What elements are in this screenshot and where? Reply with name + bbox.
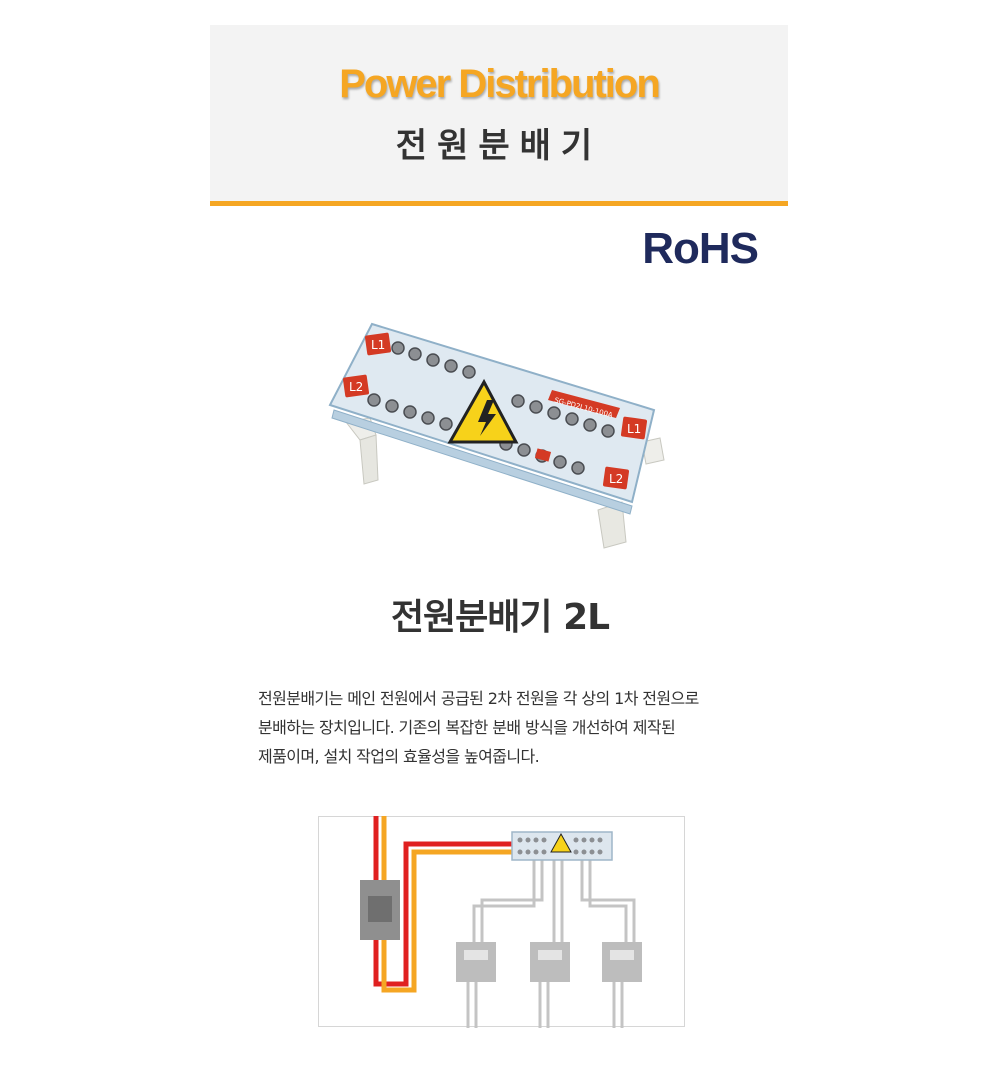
- product-description: 전원분배기는 메인 전원에서 공급된 2차 전원을 각 상의 1차 전원으로 분…: [258, 684, 778, 771]
- rohs-badge: RoHS: [642, 224, 759, 273]
- wiring-diagram: [318, 816, 685, 1028]
- product-title: 전원분배기 2L: [390, 597, 610, 638]
- header-banner: [210, 25, 788, 203]
- svg-text:L1: L1: [627, 422, 641, 436]
- warning-triangle-icon: [550, 832, 572, 853]
- description-line: 전원분배기는 메인 전원에서 공급된 2차 전원을 각 상의 1차 전원으로: [258, 689, 699, 708]
- tag-l1-right: L1: [620, 416, 648, 440]
- description-line: 분배하는 장치입니다. 기존의 복잡한 분배 방식을 개선하여 제작된: [258, 718, 676, 737]
- svg-text:L2: L2: [349, 380, 363, 394]
- distributor-block: [511, 831, 613, 861]
- branch-wires: [466, 860, 636, 1028]
- product-image: SG-PD2L10-100A L1 L2 L1 L2: [328, 322, 665, 549]
- tag-l2-right: L2: [602, 466, 630, 490]
- description-line: 제품이며, 설치 작업의 효율성을 높여줍니다.: [258, 747, 540, 766]
- title-korean: 전원분배기: [395, 126, 603, 166]
- tag-l2-left: L2: [342, 374, 370, 398]
- main-breaker: [360, 880, 400, 940]
- sub-breaker: [456, 942, 496, 982]
- screw-row-upper: [391, 341, 615, 438]
- mounting-foot-right: [597, 437, 665, 549]
- header-divider: [210, 201, 788, 206]
- title-english: Power Distribution: [339, 62, 661, 106]
- sub-breaker: [530, 942, 570, 982]
- warning-triangle-icon: [447, 378, 519, 444]
- brand-sticker: [534, 448, 552, 462]
- sub-breaker: [602, 942, 642, 982]
- svg-text:L2: L2: [609, 472, 623, 486]
- svg-text:L1: L1: [371, 338, 385, 352]
- tag-l1-left: L1: [364, 332, 392, 356]
